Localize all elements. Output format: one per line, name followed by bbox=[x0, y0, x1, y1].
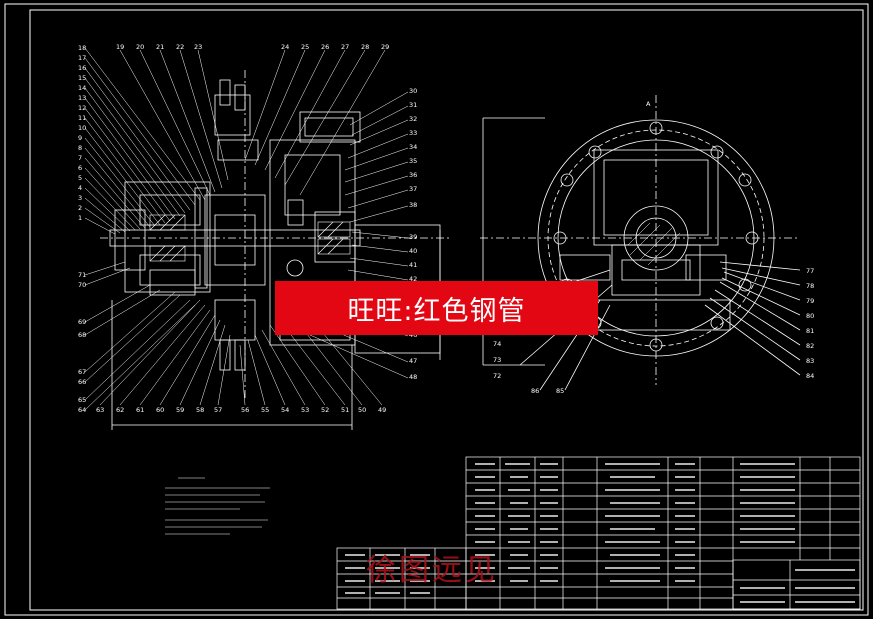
callout-side-82: 82 bbox=[806, 342, 815, 350]
callout-top-29: 29 bbox=[381, 43, 390, 51]
callout: 17 bbox=[78, 54, 86, 62]
callout: 70 bbox=[78, 281, 86, 289]
callout: 5 bbox=[78, 174, 82, 182]
section-marker-a: A bbox=[646, 100, 651, 108]
callout: 68 bbox=[78, 331, 86, 339]
callout-side-77: 77 bbox=[806, 267, 815, 275]
callout-bottom-54: 54 bbox=[281, 406, 290, 414]
callout: 15 bbox=[78, 74, 86, 82]
callout-bottom-53: 53 bbox=[301, 406, 310, 414]
callout-bottom-62: 62 bbox=[116, 406, 125, 414]
callout: 9 bbox=[78, 134, 82, 142]
callout: 18 bbox=[78, 44, 86, 52]
side-view bbox=[480, 95, 801, 391]
callout-right-47: 47 bbox=[409, 357, 418, 365]
callout-top-22: 22 bbox=[176, 43, 185, 51]
callout: 4 bbox=[78, 184, 82, 192]
front-section-view bbox=[100, 70, 450, 430]
callout: 6 bbox=[78, 164, 82, 172]
leader-lines-bottom bbox=[99, 299, 383, 406]
callout-right-42: 42 bbox=[409, 275, 418, 283]
callout: 66 bbox=[78, 378, 86, 386]
overlay-banner-text: 旺旺:红色钢管 bbox=[347, 295, 526, 327]
callout-right-40: 40 bbox=[409, 247, 418, 255]
callout-side-85: 85 bbox=[556, 387, 565, 395]
callout: 1 bbox=[78, 214, 82, 222]
drawing-frame bbox=[4, 3, 869, 616]
callout: 10 bbox=[78, 124, 86, 132]
callout-bottom-50: 50 bbox=[358, 406, 367, 414]
callout-right-35: 35 bbox=[409, 157, 418, 165]
callout: 3 bbox=[78, 194, 82, 202]
callout-bottom-52: 52 bbox=[321, 406, 330, 414]
callout-top-26: 26 bbox=[321, 43, 330, 51]
callout: 7 bbox=[78, 154, 82, 162]
callout: 67 bbox=[78, 368, 86, 376]
callout-right-31: 31 bbox=[409, 101, 418, 109]
callout-right-34: 34 bbox=[409, 143, 418, 151]
callout-side-79: 79 bbox=[806, 297, 815, 305]
parts-table bbox=[336, 456, 861, 610]
callout-right-36: 36 bbox=[409, 171, 418, 179]
leader-lines-left bbox=[84, 47, 201, 411]
callout-right-41: 41 bbox=[409, 261, 418, 269]
callout: 16 bbox=[78, 64, 86, 72]
callout: 65 bbox=[78, 396, 86, 404]
callout-bottom-59: 59 bbox=[176, 406, 185, 414]
callout: 8 bbox=[78, 144, 82, 152]
callout-bottom-58: 58 bbox=[196, 406, 205, 414]
callout: 2 bbox=[78, 204, 82, 212]
callout-side-73: 73 bbox=[493, 356, 502, 364]
callout-bottom-51: 51 bbox=[341, 406, 350, 414]
callout-bottom-63: 63 bbox=[96, 406, 105, 414]
callout: 71 bbox=[78, 271, 86, 279]
callout-top-21: 21 bbox=[156, 43, 165, 51]
callout: 64 bbox=[78, 406, 86, 414]
callout-bottom-61: 61 bbox=[136, 406, 145, 414]
leader-lines-top bbox=[119, 49, 386, 201]
callout: 11 bbox=[78, 114, 86, 122]
callout-side-84: 84 bbox=[806, 372, 815, 380]
callout-top-19: 19 bbox=[116, 43, 125, 51]
table-text-strokes bbox=[345, 463, 855, 603]
callout-side-78: 78 bbox=[806, 282, 815, 290]
callout-right-39: 39 bbox=[409, 233, 418, 241]
callout-bottom-55: 55 bbox=[261, 406, 270, 414]
overlay-banner: 旺旺:红色钢管 bbox=[275, 281, 598, 335]
callout-right-32: 32 bbox=[409, 115, 418, 123]
callout-bottom-56: 56 bbox=[241, 406, 250, 414]
callout-top-28: 28 bbox=[361, 43, 370, 51]
callout-right-46: 46 bbox=[409, 331, 418, 339]
callout-right-48: 48 bbox=[409, 373, 418, 381]
callout-side-81: 81 bbox=[806, 327, 815, 335]
callout-side-83: 83 bbox=[806, 357, 815, 365]
callout-top-24: 24 bbox=[281, 43, 290, 51]
technical-notes bbox=[165, 477, 270, 535]
callout-right-30: 30 bbox=[409, 87, 418, 95]
callout-right-37: 37 bbox=[409, 185, 418, 193]
callout-side-74: 74 bbox=[493, 340, 502, 348]
callout-bottom-49: 49 bbox=[378, 406, 387, 414]
callout-top-27: 27 bbox=[341, 43, 350, 51]
callout-side-86: 86 bbox=[531, 387, 540, 395]
callout-right-38: 38 bbox=[409, 201, 418, 209]
callout-bottom-57: 57 bbox=[214, 406, 223, 414]
callout-top-25: 25 bbox=[301, 43, 310, 51]
callout-top-23: 23 bbox=[194, 43, 203, 51]
callout: 12 bbox=[78, 104, 86, 112]
callout: 14 bbox=[78, 84, 86, 92]
callout: 13 bbox=[78, 94, 86, 102]
callout-top-20: 20 bbox=[136, 43, 145, 51]
watermark-stamp: 徐图远见 bbox=[366, 553, 498, 588]
callout-right-33: 33 bbox=[409, 129, 418, 137]
callout-bottom-60: 60 bbox=[156, 406, 165, 414]
callout-side-80: 80 bbox=[806, 312, 815, 320]
callout-side-72: 72 bbox=[493, 372, 502, 380]
callout: 69 bbox=[78, 318, 86, 326]
